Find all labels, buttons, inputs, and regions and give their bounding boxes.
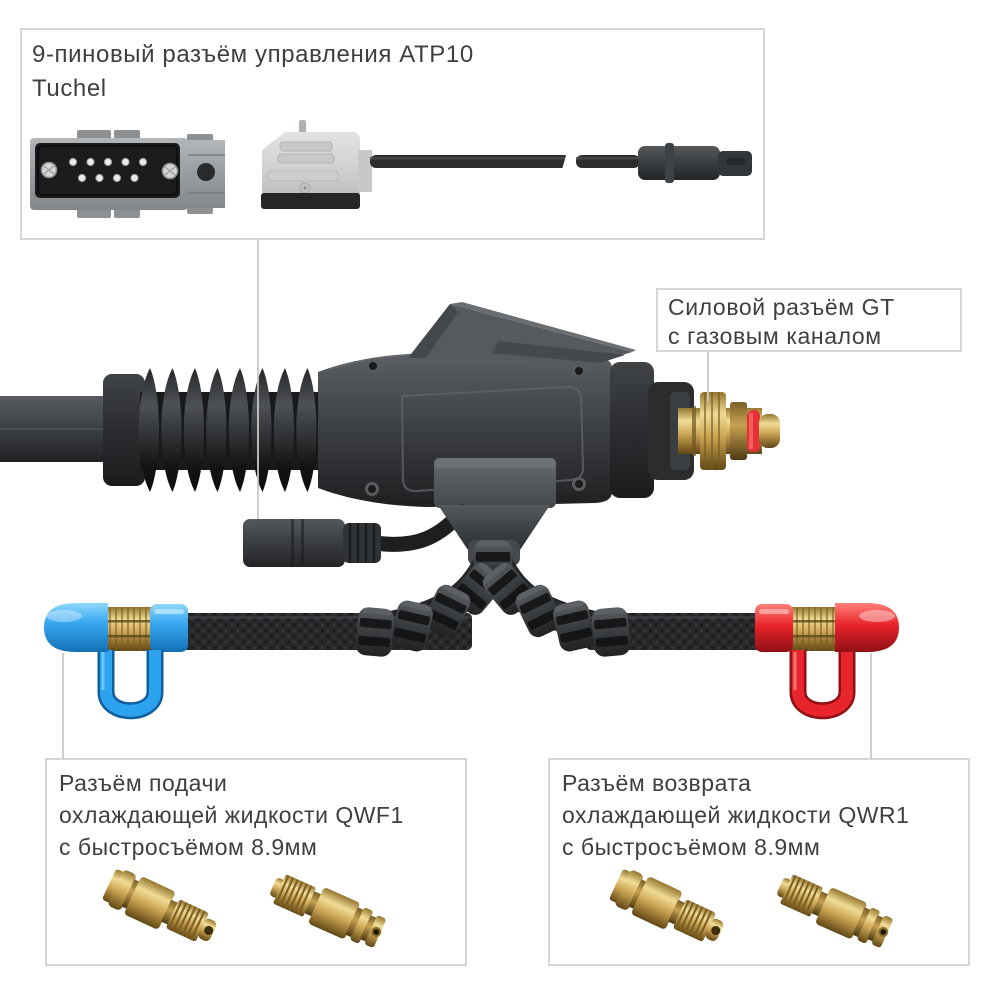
- callout-return-line2: охлаждающей жидкости QWR1: [562, 802, 910, 828]
- callout-coolant-supply: Разъём подачи охлаждающей жидкости QWF1 …: [45, 758, 467, 966]
- connector-pins: [68, 157, 148, 183]
- hose-guard-segments: [354, 540, 632, 658]
- supply-quick-connector-illustration: [44, 603, 188, 720]
- gt-power-connector-illustration: [678, 392, 780, 470]
- brass-fitting-nipple-illustration: [263, 866, 390, 954]
- control-connector-photos: [30, 120, 752, 218]
- coolant-hose-right: [586, 613, 768, 650]
- supply-fittings-photos: [99, 863, 390, 954]
- return-quick-connector-illustration: [755, 603, 899, 720]
- junction-mount-illustration: [434, 458, 556, 508]
- control-plug-illustration: [243, 504, 470, 567]
- callout-control-line2: Tuchel: [32, 75, 107, 102]
- callout-power-label: Силовой разъём GT с газовым каналом: [668, 293, 895, 351]
- strain-relief-boot-illustration: [103, 368, 339, 492]
- cable-break-mark: [560, 149, 582, 176]
- brass-fitting-nipple-illustration: [770, 866, 897, 954]
- callout-supply-line3: с быстросъёмом 8.9мм: [59, 834, 318, 860]
- trigger-fin-illustration: [408, 302, 636, 363]
- callout-control-label: 9-пиновый разъём управления ATP10 Tuchel: [32, 38, 474, 106]
- callout-power-connector: Силовой разъём GT с газовым каналом: [656, 288, 962, 352]
- callout-supply-line1: Разъём подачи: [59, 770, 228, 796]
- callout-control-line1: 9-пиновый разъём управления ATP10: [32, 41, 474, 68]
- callout-control-connector: 9-пиновый разъём управления ATP10 Tuchel: [20, 28, 765, 240]
- return-fittings-photos: [606, 863, 897, 954]
- callout-return-line3: с быстросъёмом 8.9мм: [562, 834, 821, 860]
- callout-return-label: Разъём возврата охлаждающей жидкости QWR…: [562, 767, 909, 863]
- brass-fitting-plug-illustration: [606, 863, 731, 953]
- callout-power-line2: с газовым каналом: [668, 323, 882, 349]
- torch-cable-illustration: [0, 396, 122, 462]
- nine-pin-connector-illustration: [30, 130, 225, 218]
- callout-supply-line2: охлаждающей жидкости QWF1: [59, 802, 404, 828]
- callout-supply-label: Разъём подачи охлаждающей жидкости QWF1 …: [59, 767, 404, 863]
- callout-return-line1: Разъём возврата: [562, 770, 752, 796]
- leader-lines: [62, 240, 872, 758]
- callout-coolant-return: Разъём возврата охлаждающей жидкости QWR…: [548, 758, 970, 966]
- brass-fitting-plug-illustration: [99, 863, 224, 953]
- connector-screws: [40, 161, 179, 180]
- control-plug-cable-illustration: [261, 120, 752, 209]
- callout-power-line1: Силовой разъём GT: [668, 294, 895, 320]
